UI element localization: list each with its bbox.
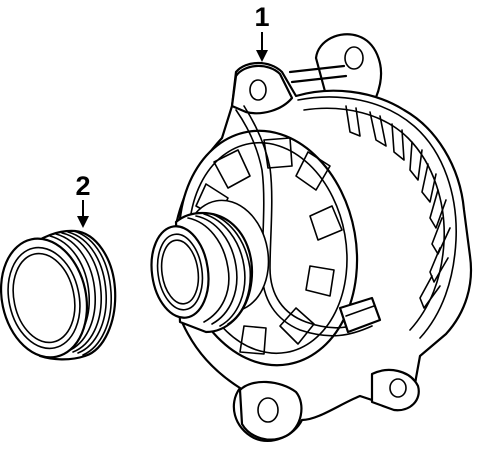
callout-1-label: 1 (254, 2, 269, 32)
callout-2-label: 2 (75, 171, 90, 201)
callout-2-arrow (77, 216, 89, 228)
callout-part-2: 2 (75, 171, 91, 228)
alternator-part-1 (150, 33, 473, 442)
pulley-part-2 (0, 229, 117, 361)
callout-1-arrow (256, 50, 268, 62)
callout-part-1: 1 (254, 2, 270, 62)
